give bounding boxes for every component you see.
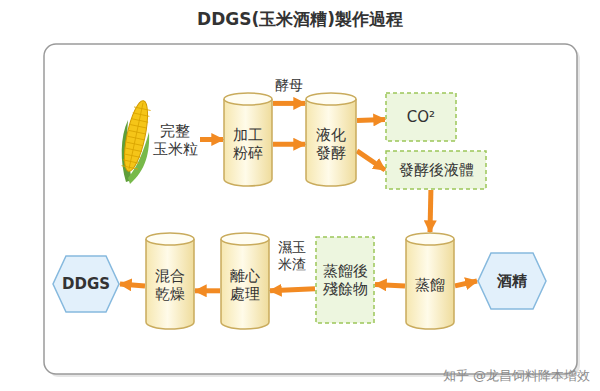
hexagon-outline: [478, 253, 546, 309]
byproduct-box: 發酵後液體: [385, 150, 487, 190]
process-cylinder: 離心 處理: [220, 232, 270, 330]
process-cylinder: 混合 乾燥: [145, 232, 195, 330]
edge-label: 濕玉 米渣: [277, 239, 308, 273]
process-arrow: [200, 137, 223, 142]
process-cylinder: 蒸餾: [405, 232, 455, 330]
corn-input: 完整 玉米粒: [116, 92, 200, 187]
node-text: 混合 乾燥: [151, 267, 189, 303]
dashed-box: [386, 93, 456, 141]
dashed-box: [316, 237, 374, 323]
cylinder-body: [406, 239, 454, 329]
node-text: 酒精: [497, 272, 527, 290]
node-text: 蒸餾後 殘餘物: [321, 262, 369, 298]
dashed-box: [386, 151, 486, 189]
node-text: 完整 玉米粒: [152, 122, 198, 158]
product-hexagon: 酒精: [477, 252, 547, 310]
cylinder-top: [406, 233, 454, 245]
process-arrow: [195, 288, 220, 293]
cylinder-top: [306, 93, 356, 105]
process-cylinder: 加工 粉碎: [223, 92, 273, 187]
byproduct-box: CO²: [385, 92, 457, 142]
cylinder-body: [221, 239, 269, 329]
node-text: 蒸餾: [415, 276, 445, 294]
hexagon-outline: [53, 256, 119, 312]
byproduct-box: 蒸餾後 殘餘物: [315, 236, 375, 324]
watermark: 知乎 @龙昌饲料降本增效: [443, 367, 590, 385]
process-arrow: [120, 284, 145, 286]
cylinder-body: [306, 99, 356, 186]
node-text: 離心 處理: [226, 267, 264, 303]
diagram-title: DDGS(玉米酒糟)製作過程: [0, 8, 600, 31]
node-text: 發酵後液體: [399, 161, 474, 179]
process-arrow: [357, 120, 385, 121]
edge-label: 酵母: [273, 77, 304, 94]
process-arrow: [273, 101, 305, 106]
process-arrow: [428, 190, 434, 232]
node-text: 加工 粉碎: [229, 126, 267, 162]
process-cylinder: 液化 發酵: [305, 92, 357, 187]
corn-cob: [120, 99, 153, 173]
process-arrow: [357, 151, 385, 170]
cylinder-body: [146, 239, 194, 329]
node-text: 液化 發酵: [311, 126, 351, 162]
node-text: DDGS: [62, 275, 110, 293]
product-hexagon: DDGS: [52, 255, 120, 313]
process-arrow: [270, 289, 315, 291]
cylinder-body: [224, 99, 272, 186]
node-text: CO²: [407, 108, 435, 126]
process-arrow: [375, 284, 405, 286]
process-arrow: [273, 142, 305, 147]
corn-illustration: [120, 99, 153, 184]
cylinder-top: [224, 93, 272, 105]
corn-kernel-col: [129, 103, 143, 170]
frame-border: [44, 44, 577, 374]
cylinder-top: [221, 233, 269, 245]
cylinder-top: [146, 233, 194, 245]
process-arrow: [455, 281, 477, 286]
